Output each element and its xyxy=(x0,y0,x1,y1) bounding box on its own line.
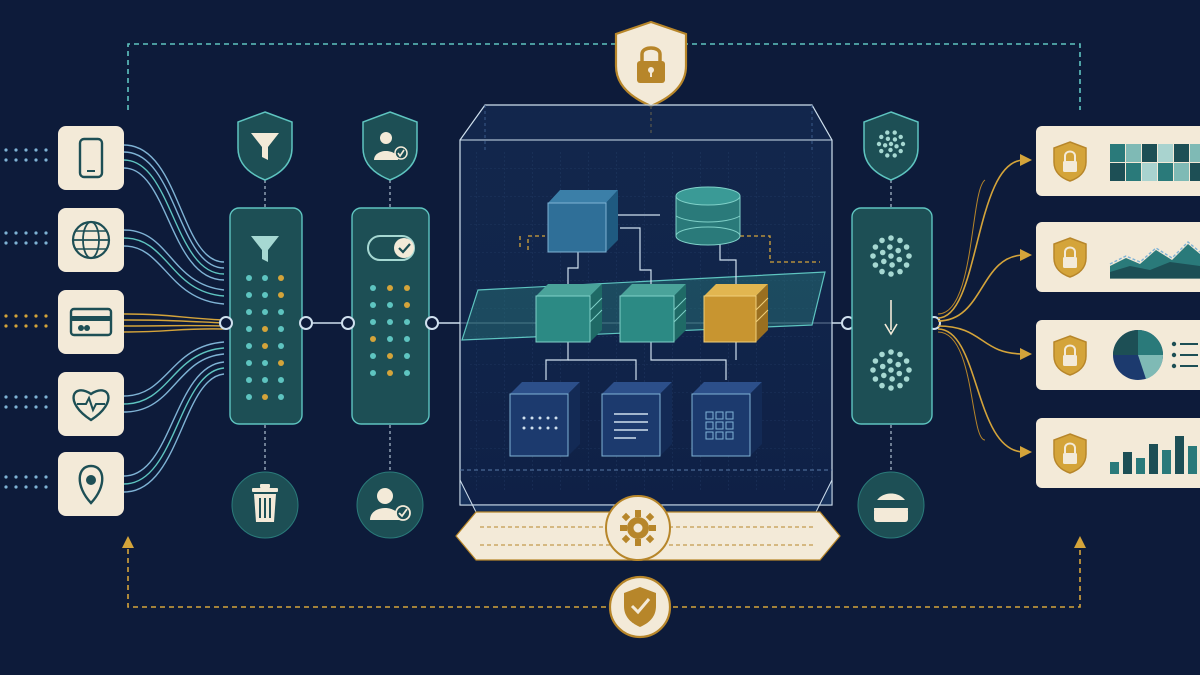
ingest-fibers xyxy=(123,144,225,493)
compliance-badge[interactable] xyxy=(608,575,672,639)
trash-button[interactable] xyxy=(231,471,299,539)
source-tile-heart-pulse[interactable] xyxy=(58,372,124,436)
output-fibers xyxy=(937,159,1025,453)
output-card-pie-chart[interactable] xyxy=(1036,320,1200,390)
dot-cluster-shield-badge xyxy=(863,111,919,181)
source-column xyxy=(58,126,124,516)
matrix-cube-icon[interactable] xyxy=(691,382,762,457)
user-verify-button[interactable] xyxy=(356,471,424,539)
padlock-icon xyxy=(637,46,665,83)
user-check-icon xyxy=(370,488,411,521)
credit-card-icon xyxy=(69,307,113,337)
bar-chart-icon xyxy=(1110,436,1197,474)
output-column xyxy=(1036,126,1200,488)
funnel-icon xyxy=(251,133,279,160)
grid-cube-icon[interactable] xyxy=(509,382,580,457)
source-tile-smartphone[interactable] xyxy=(58,126,124,190)
shield-lock-icon xyxy=(1053,335,1087,376)
shield-lock-icon xyxy=(1053,237,1087,278)
heatmap-icon xyxy=(1110,144,1200,181)
funnel-shield-badge xyxy=(237,111,293,181)
stage-identity-verify[interactable] xyxy=(351,111,430,539)
trash-icon xyxy=(252,484,278,522)
dot-cluster-icon xyxy=(870,235,912,277)
output-card-bar-chart[interactable] xyxy=(1036,418,1200,488)
location-pin-icon xyxy=(78,464,104,505)
source-emitters xyxy=(4,148,48,489)
heart-pulse-icon xyxy=(72,389,110,422)
area-chart-icon xyxy=(1109,241,1200,279)
globe-icon xyxy=(71,220,111,260)
mask-button[interactable] xyxy=(857,471,925,539)
pie-chart-icon xyxy=(1113,330,1198,380)
output-card-heatmap[interactable] xyxy=(1036,126,1200,196)
list-cube-icon[interactable] xyxy=(601,382,672,457)
core-enclosure xyxy=(455,20,841,561)
dot-cluster-icon xyxy=(876,130,906,158)
toggle-check-icon xyxy=(367,235,415,261)
record-dots xyxy=(370,285,410,376)
smartphone-icon xyxy=(78,137,104,179)
arrow-down-icon xyxy=(884,300,898,336)
shield-lock-icon xyxy=(1053,433,1087,474)
cube-icon[interactable] xyxy=(619,284,687,343)
feedback-loop xyxy=(122,43,1086,608)
cube-icon[interactable] xyxy=(535,284,603,343)
output-card-area-chart[interactable] xyxy=(1036,222,1200,292)
record-dots xyxy=(246,275,284,400)
source-tile-credit-card[interactable] xyxy=(58,290,124,354)
database-icon[interactable] xyxy=(675,186,741,246)
shield-lock-icon xyxy=(1053,141,1087,182)
output-arrowheads xyxy=(1020,154,1032,458)
stage-anonymize[interactable] xyxy=(851,111,933,539)
source-tile-globe[interactable] xyxy=(58,208,124,272)
source-tile-location-pin[interactable] xyxy=(58,452,124,516)
funnel-icon xyxy=(251,236,279,262)
shield-check-icon xyxy=(624,587,656,627)
user-check-icon xyxy=(374,132,408,160)
user-shield-badge xyxy=(362,111,418,181)
cube-icon-gold[interactable] xyxy=(703,284,769,343)
cube-icon[interactable] xyxy=(547,190,618,253)
stage-filter[interactable] xyxy=(229,111,303,539)
dot-cluster-icon xyxy=(870,349,912,391)
padlock-shield-badge[interactable] xyxy=(614,20,688,108)
gear-button[interactable] xyxy=(605,495,671,561)
masked-face-icon xyxy=(872,493,910,522)
gear-icon xyxy=(620,510,656,546)
